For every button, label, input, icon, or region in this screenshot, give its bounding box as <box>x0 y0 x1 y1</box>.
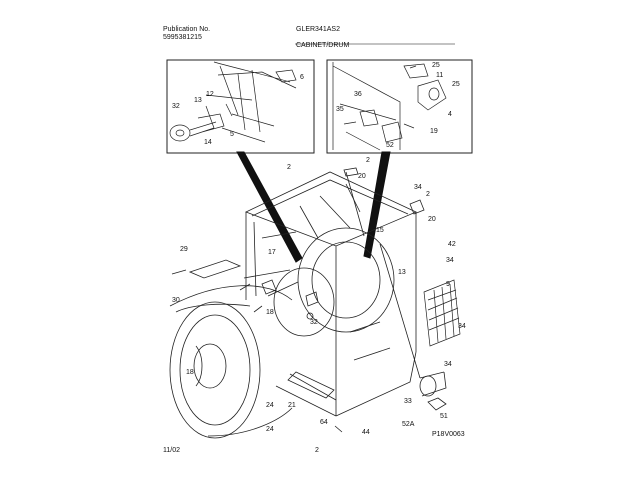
section-title: CABINET/DRUM <box>296 42 350 49</box>
callout-34b: 34 <box>446 257 454 264</box>
callout-44: 44 <box>362 429 370 436</box>
callout-24a: 24 <box>266 402 274 409</box>
callout-2a: 2 <box>287 164 291 171</box>
part-33 <box>419 371 447 411</box>
callout-19: 19 <box>430 128 438 135</box>
figure-code: P18V0063 <box>432 431 465 438</box>
callout-29: 29 <box>180 246 188 253</box>
callout-18a: 18 <box>266 309 274 316</box>
callout-4: 4 <box>448 111 452 118</box>
callout-15: 15 <box>376 227 384 234</box>
callout-21: 21 <box>288 402 296 409</box>
callout-labels-inset-left: 6 12 13 32 5 14 <box>172 74 304 146</box>
callout-11: 11 <box>436 72 443 79</box>
cabinet-assembly <box>244 167 425 433</box>
callout-9: 9 <box>446 281 450 288</box>
callout-2c: 2 <box>426 191 430 198</box>
callout-42: 42 <box>448 241 456 248</box>
callout-17: 17 <box>268 249 276 256</box>
callout-5: 5 <box>230 131 234 138</box>
callout-14: 14 <box>204 139 212 146</box>
callout-labels-inset-right: 25 11 25 36 35 4 52 19 <box>336 62 460 149</box>
part-29 <box>171 259 242 279</box>
inset-right <box>326 59 473 154</box>
footer-date: 11/02 <box>163 447 180 454</box>
callout-25: 25 <box>432 62 440 69</box>
callout-13: 13 <box>398 269 406 276</box>
publication-label: Publication No. <box>163 26 211 33</box>
drum-assembly <box>169 227 395 439</box>
model-number: GLER341AS2 <box>296 26 340 33</box>
callout-24b: 24 <box>266 426 274 433</box>
callout-labels-main: 2 2 20 34 2 20 42 29 17 15 13 34 9 30 18… <box>172 157 466 436</box>
callout-52: 52 <box>386 142 394 149</box>
callout-33: 33 <box>404 398 412 405</box>
callout-18b: 18 <box>186 369 194 376</box>
callout-13: 13 <box>194 97 202 104</box>
callout-51: 51 <box>440 413 448 420</box>
callout-64: 64 <box>320 419 328 426</box>
callout-36: 36 <box>354 91 362 98</box>
callout-6: 6 <box>300 74 304 81</box>
callout-32: 32 <box>172 103 180 110</box>
inset-left <box>166 59 315 154</box>
callout-52a: 52A <box>402 421 415 428</box>
callout-32: 32 <box>310 319 318 326</box>
inset-pointers <box>236 151 391 263</box>
callout-20b: 20 <box>428 216 436 223</box>
callout-35: 35 <box>336 106 344 113</box>
callout-12: 12 <box>206 91 214 98</box>
callout-34d: 34 <box>444 361 452 368</box>
page-number: 2 <box>315 447 319 454</box>
callout-34c: 34 <box>458 323 466 330</box>
callout-34a: 34 <box>414 184 422 191</box>
callout-30: 30 <box>172 297 180 304</box>
callout-2b: 2 <box>366 157 370 164</box>
publication-number: 5995381215 <box>163 34 202 41</box>
grille-9 <box>423 279 461 347</box>
callout-25b: 25 <box>452 81 460 88</box>
callout-20a: 20 <box>358 173 366 180</box>
